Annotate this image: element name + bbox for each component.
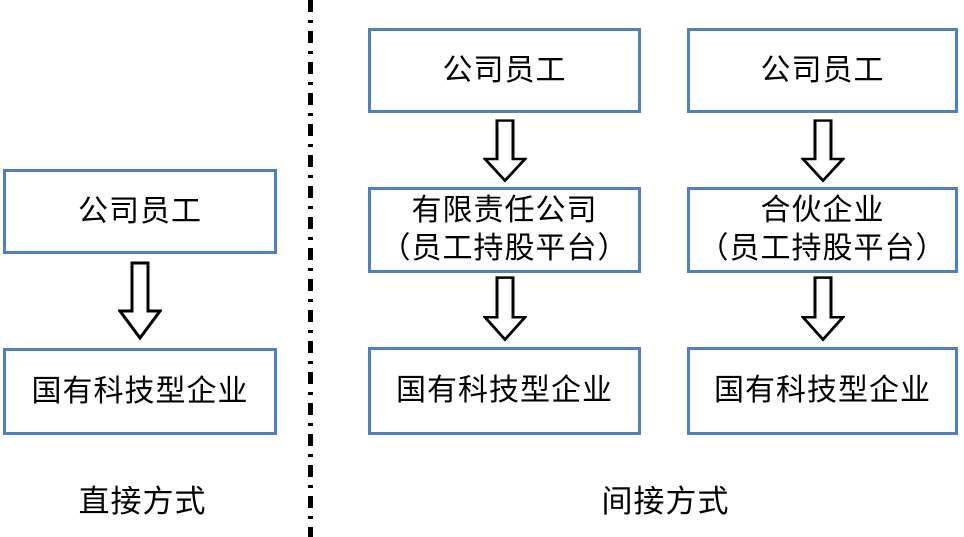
box-label-line2: （员工持股平台） (380, 232, 629, 265)
box-label-line2: （员工持股平台） (698, 232, 947, 265)
indirect-llc-employee-box: 公司员工 (368, 28, 641, 113)
indirect-partnership-platform-box: 合伙企业 （员工持股平台） (687, 187, 958, 273)
down-arrow-icon (483, 276, 527, 342)
down-arrow-icon (118, 261, 162, 341)
direct-section-label: 直接方式 (78, 484, 207, 519)
down-arrow-icon (483, 119, 527, 183)
indirect-section-label: 间接方式 (601, 484, 730, 519)
section-divider-line (308, 0, 313, 537)
direct-employee-box: 公司员工 (3, 169, 277, 254)
down-arrow-icon (801, 276, 845, 342)
indirect-llc-platform-box: 有限责任公司 （员工持股平台） (368, 187, 641, 273)
box-label: 国有科技型企业 (396, 374, 613, 407)
down-arrow-icon (801, 119, 845, 183)
box-label: 公司员工 (760, 53, 885, 87)
box-label: 公司员工 (442, 53, 567, 87)
box-label: 公司员工 (78, 194, 202, 228)
box-label: 国有科技型企业 (714, 374, 931, 407)
box-label: 国有科技型企业 (31, 374, 249, 408)
box-label-line1: 有限责任公司 (411, 194, 598, 227)
box-label-line1: 合伙企业 (760, 194, 885, 227)
indirect-partnership-enterprise-box: 国有科技型企业 (687, 347, 958, 435)
direct-enterprise-box: 国有科技型企业 (3, 348, 277, 435)
indirect-partnership-employee-box: 公司员工 (687, 28, 958, 113)
indirect-llc-enterprise-box: 国有科技型企业 (368, 347, 641, 435)
